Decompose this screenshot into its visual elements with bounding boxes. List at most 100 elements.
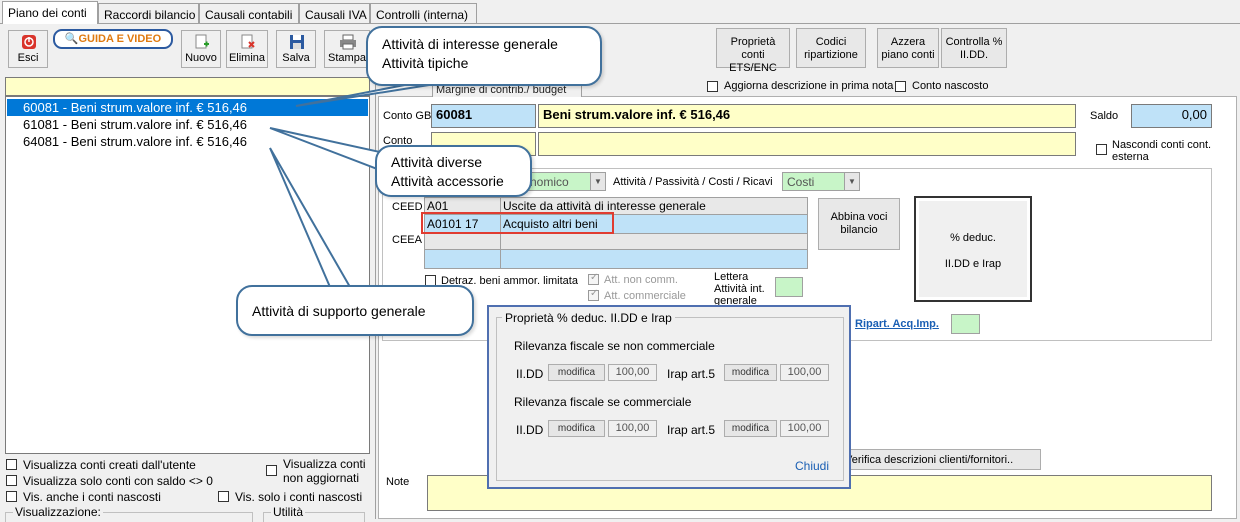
nascondi-label: Nascondi conti cont.esterna [1112,139,1212,163]
lettera-field[interactable] [775,277,803,297]
saldo-field: 0,00 [1131,104,1212,128]
nascosti-label: Vis. anche i conti nascosti [23,490,161,504]
solo-nascosti-checkbox[interactable] [218,491,229,502]
ceed-label: CEED [392,201,423,213]
chevron-down-icon: ▼ [590,173,605,190]
controlla-iidd-button[interactable]: Controlla %II.DD. [941,28,1007,68]
tab-controlli[interactable]: Controlli (interna) [370,3,477,23]
modifica-iidd-1-button[interactable]: modifica [548,364,605,381]
costi-select[interactable]: Costi▼ [782,172,860,191]
tab-margine[interactable]: Margine di contrib./ budget [432,83,582,97]
tab-causali-contabili[interactable]: Causali contabili [199,3,299,23]
tab-causali-iva[interactable]: Causali IVA [299,3,370,23]
search-input[interactable] [5,77,370,96]
popup-title: Proprietà % deduc. II.DD e Irap [502,311,675,325]
irap-label-2: Irap art.5 [667,423,716,437]
aggiorna-label: Aggiorna descrizione in prima nota [724,80,894,92]
nuovo-label: Nuovo [185,52,217,64]
economico-select[interactable]: nomico▼ [526,172,606,191]
modifica-irap-1-button[interactable]: modifica [724,364,777,381]
deduc-popup: Proprietà % deduc. II.DD e Irap Rilevanz… [487,305,851,489]
solo-nascosti-label: Vis. solo i conti nascosti [235,490,363,504]
visualizzazione-label: Visualizzazione: [13,505,103,519]
delete-icon [241,34,255,49]
iidd-1-field: 100,00 [608,364,657,381]
deduc-line1: % deduc. [950,232,996,244]
list-item[interactable]: 61081 - Beni strum.valore inf. € 516,46 [23,117,248,132]
list-item[interactable]: 60081 - Beni strum.valore inf. € 516,46 [7,99,368,116]
conto-desc-field[interactable] [538,132,1076,156]
att-non-comm-label: Att. non comm. [604,274,678,286]
callout2-line2: Attività accessorie [391,173,504,189]
account-list[interactable]: 60081 - Beni strum.valore inf. € 516,46 … [5,96,370,454]
ripart-link[interactable]: Ripart. Acq.Imp. [855,318,939,330]
conto-gb-label: Conto GB [383,110,432,122]
att-comm-label: Att. commerciale [604,290,686,302]
nascondi-checkbox[interactable] [1096,144,1107,155]
deduc-line2: II.DD e Irap [944,258,1002,270]
utilita-group [263,512,365,522]
saldo-label: Visualizza solo conti con saldo <> 0 [23,474,213,488]
irap-2-field: 100,00 [780,420,829,437]
magnifier-icon: 🔍 [64,33,79,45]
non-aggiornati-checkbox[interactable] [266,465,277,476]
conto-gb-code-field[interactable]: 60081 [431,104,536,128]
salva-label: Salva [282,52,310,64]
ceed-row1-code: A01 [427,199,449,213]
callout-supporto-generale: Attività di supporto generale [236,285,474,336]
controlla-line1: Controlla % [945,36,1003,48]
esci-button[interactable]: Esci [8,30,48,68]
modifica-iidd-2-button[interactable]: modifica [548,420,605,437]
verifica-button[interactable]: Verifica descrizioni clienti/fornitori.. [838,449,1041,470]
section2-label: Rilevanza fiscale se commerciale [514,395,692,409]
nuovo-button[interactable]: Nuovo [181,30,221,68]
att-non-comm-checkbox [588,272,599,285]
modifica-irap-2-button[interactable]: modifica [724,420,777,437]
conto-gb-desc-field[interactable]: Beni strum.valore inf. € 516,46 [538,104,1076,128]
esci-label: Esci [17,52,39,64]
codici-line1: Codici [815,36,847,48]
callout1-line2: Attività tipiche [382,55,469,71]
costi-value: Costi [787,175,815,189]
chiudi-link[interactable]: Chiudi [795,459,830,473]
detraz-label: Detraz. beni ammor. limitata [441,275,578,287]
ceed-grid[interactable]: A01 Uscite da attività di interesse gene… [424,197,808,269]
new-document-icon [195,34,209,49]
visualizzazione-group [5,512,253,522]
irap-1-field: 100,00 [780,364,829,381]
deduc-button[interactable]: % deduc. II.DD e Irap [914,196,1032,302]
conto-label: Conto [383,135,413,147]
elimina-button[interactable]: Elimina [226,30,268,68]
ceed-row2-code: A0101 17 [427,217,479,231]
abbina-line1: Abbina voci [830,211,888,223]
save-icon [290,35,304,49]
tab-raccordi-bilancio[interactable]: Raccordi bilancio [98,3,199,23]
att-comm-checkbox [588,288,599,301]
tab-piano-dei-conti[interactable]: Piano dei conti [2,1,98,24]
guida-video-button[interactable]: 🔍GUIDA E VIDEO [53,29,173,49]
azzera-line2: piano conti [881,49,935,61]
exit-icon [22,35,36,49]
highlight-box [421,212,614,234]
conto-nascosto-checkbox[interactable] [895,81,906,92]
list-item[interactable]: 64081 - Beni strum.valore inf. € 516,46 [23,134,248,149]
ceed-row2-desc: Acquisto altri beni [503,217,598,231]
note-label: Note [386,476,410,488]
irap-label-1: Irap art.5 [667,367,716,381]
saldo-checkbox[interactable] [6,475,17,486]
elimina-label: Elimina [228,52,266,64]
aggiorna-checkbox[interactable] [707,81,718,92]
ripart-field[interactable] [951,314,980,334]
callout1-line1: Attività di interesse generale [382,36,558,52]
creati-checkbox[interactable] [6,459,17,470]
nascosti-checkbox[interactable] [6,491,17,502]
salva-button[interactable]: Salva [276,30,316,68]
